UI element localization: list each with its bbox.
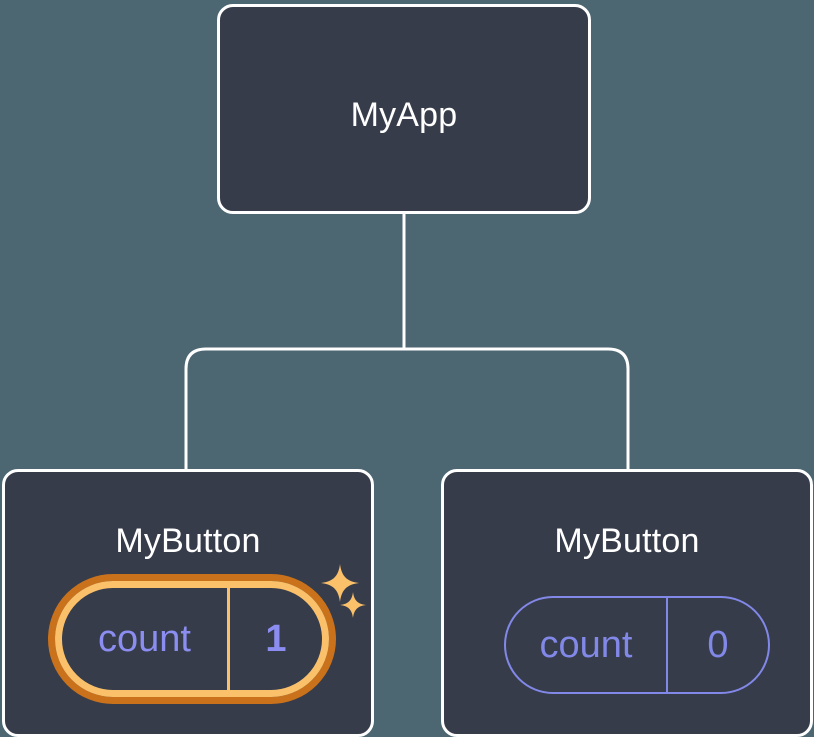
state-label: count — [62, 588, 230, 690]
sparkle-icon — [321, 564, 359, 602]
state-label: count — [506, 598, 668, 692]
component-node-mybutton-right[interactable]: MyButton count 0 — [441, 469, 813, 737]
component-title: MyApp — [350, 96, 458, 134]
sparkle-icon-small — [340, 592, 366, 618]
state-value: 0 — [707, 624, 729, 666]
component-node-mybutton-left[interactable]: MyButton count 1 — [2, 469, 374, 737]
state-pill-inner-ring: count 1 — [55, 581, 329, 697]
component-title: MyButton — [115, 522, 261, 560]
component-node-myapp[interactable]: MyApp — [217, 4, 591, 214]
state-pill-highlighted[interactable]: count 1 — [48, 574, 336, 704]
connector-bracket — [184, 347, 630, 470]
component-title: MyButton — [554, 522, 700, 560]
state-pill[interactable]: count 0 — [504, 596, 770, 694]
state-value: 1 — [265, 618, 287, 660]
